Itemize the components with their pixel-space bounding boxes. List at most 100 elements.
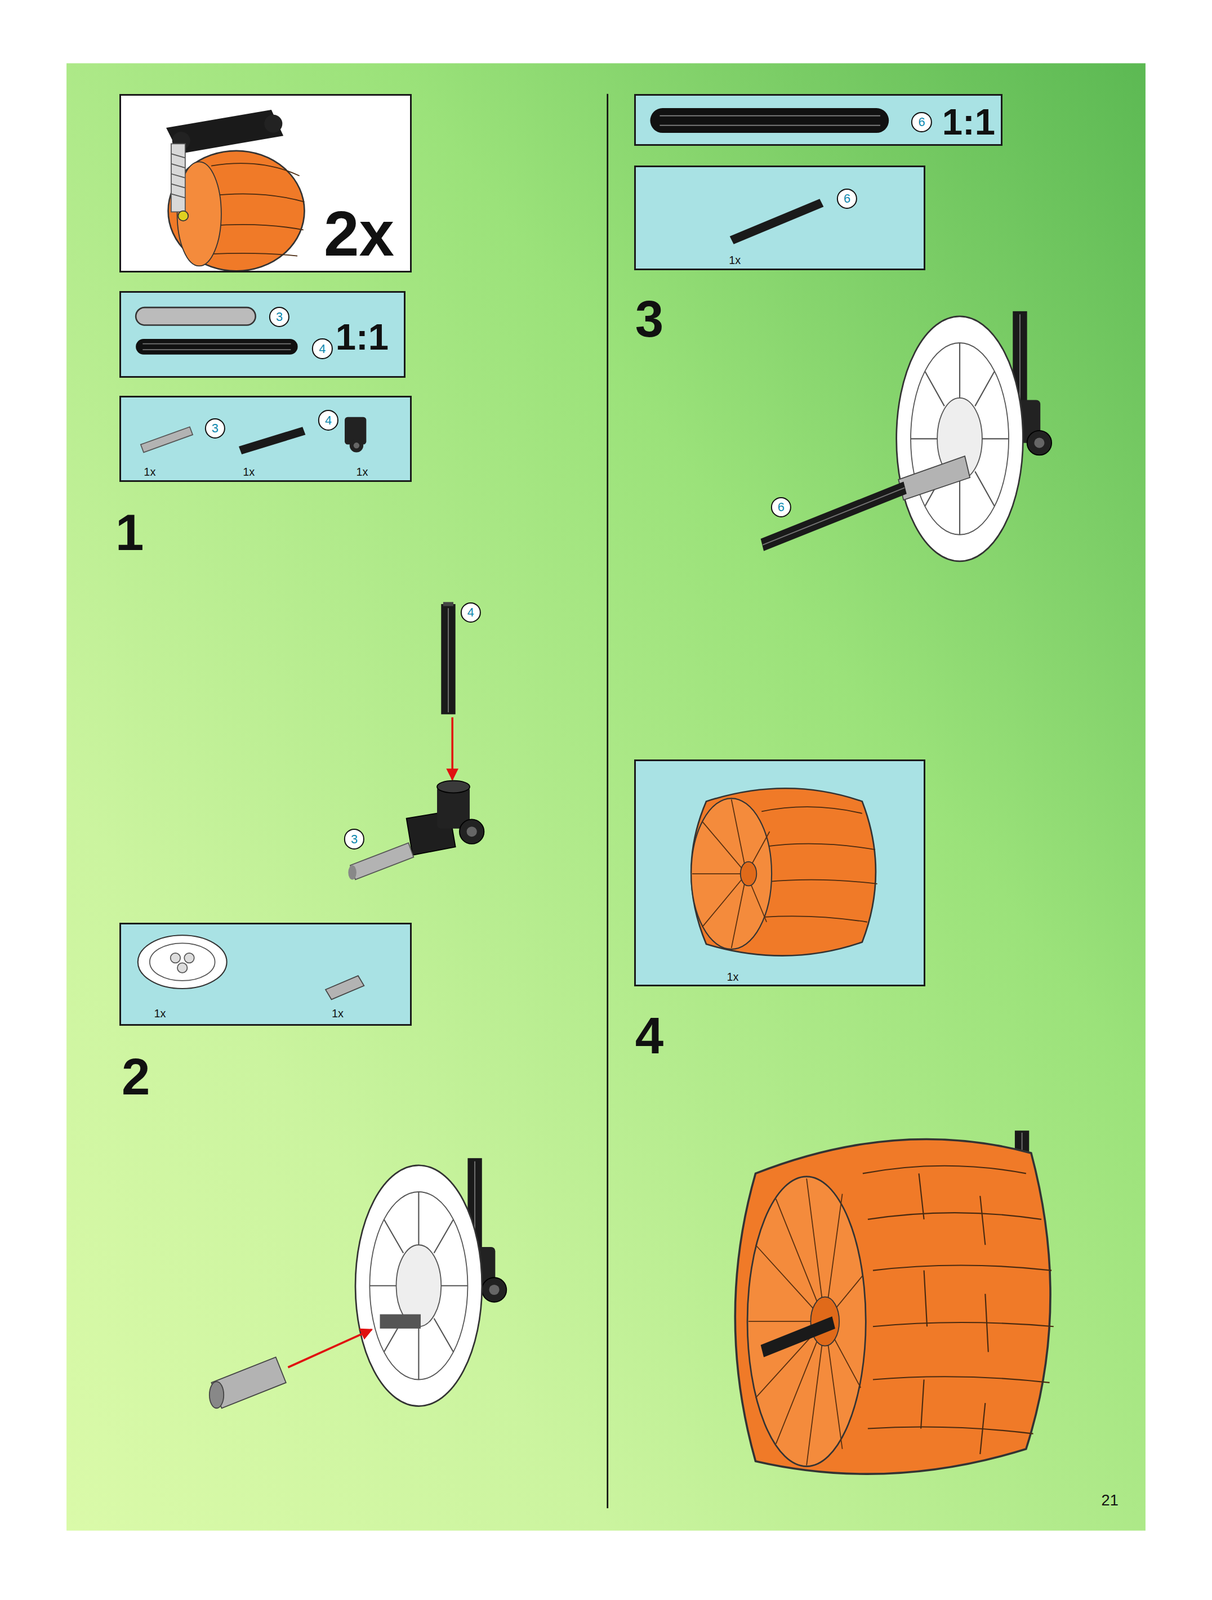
part-art xyxy=(349,439,364,453)
part-art xyxy=(692,799,770,949)
part-art xyxy=(287,1330,372,1369)
callout-number: 3 xyxy=(344,829,365,850)
part-art xyxy=(919,1173,989,1455)
part-art xyxy=(898,456,970,501)
parts-box: 6 1x xyxy=(634,165,926,271)
callout-number: 3 xyxy=(269,306,290,328)
step3-art xyxy=(760,311,1053,562)
part-art xyxy=(760,482,907,552)
count-text: 2x xyxy=(323,201,395,265)
parts-box: 6 1:1 xyxy=(634,94,1003,146)
part-art xyxy=(353,443,360,449)
part-art xyxy=(910,342,1009,536)
quantity-text: 1x xyxy=(331,1008,344,1020)
part-art xyxy=(135,339,298,355)
part-art xyxy=(740,861,757,886)
part-art xyxy=(659,124,881,126)
callout-number: 6 xyxy=(836,188,858,209)
scale-text: 1:1 xyxy=(942,103,996,141)
page-number: 21 xyxy=(1101,1493,1119,1509)
part-art xyxy=(440,604,456,715)
part-art xyxy=(325,976,364,1000)
part-art xyxy=(762,487,905,546)
part-art xyxy=(1027,430,1053,456)
part-art xyxy=(748,1178,863,1466)
quantity-text: 1x xyxy=(355,466,368,479)
part-art xyxy=(369,1192,468,1381)
part-art xyxy=(862,1166,1054,1435)
part-picture xyxy=(635,761,924,985)
part-art xyxy=(348,865,357,880)
parts-box: 3 4 1x 1x 1x xyxy=(119,395,412,482)
step-number: 1 xyxy=(115,507,144,559)
step4-art xyxy=(734,1130,1054,1475)
quantity-text: 1x xyxy=(153,1008,166,1020)
callout-number: 6 xyxy=(771,497,792,518)
part-art xyxy=(691,798,772,950)
part-art xyxy=(443,602,454,606)
part-art xyxy=(264,114,283,133)
quantity-text: 1x xyxy=(143,466,156,479)
part-art xyxy=(729,198,824,245)
callout-number: 3 xyxy=(205,418,226,439)
step2-art xyxy=(209,1158,507,1409)
part-art xyxy=(171,153,186,198)
part-art xyxy=(168,150,305,271)
part-art xyxy=(149,943,216,982)
part-art xyxy=(177,210,189,221)
quantity-text: 1x xyxy=(727,972,739,984)
part-art xyxy=(140,427,193,453)
callout-number: 4 xyxy=(460,602,481,623)
part-art xyxy=(170,953,181,964)
part-art xyxy=(177,963,188,974)
part-art xyxy=(761,807,877,923)
page-ground xyxy=(66,63,1146,1531)
callout-number: 4 xyxy=(312,338,333,359)
part-art xyxy=(649,108,889,133)
part-art xyxy=(451,717,454,781)
part-art xyxy=(488,1285,499,1296)
part-art xyxy=(369,1192,468,1381)
parts-box: 1x xyxy=(634,759,926,987)
part-art xyxy=(209,1382,224,1409)
part-art xyxy=(482,1277,507,1303)
part-picture xyxy=(635,167,924,270)
part-art xyxy=(171,143,186,212)
part-art xyxy=(209,163,305,256)
step-number: 4 xyxy=(635,1010,664,1063)
part-art xyxy=(135,307,256,325)
step1-art xyxy=(348,602,484,880)
callout-number: 6 xyxy=(911,112,932,133)
part-art xyxy=(691,788,876,956)
quantity-text: 1x xyxy=(242,466,255,479)
part-art xyxy=(350,843,414,880)
part-art xyxy=(447,608,449,713)
scale-text: 1:1 xyxy=(335,319,389,356)
part-art xyxy=(1034,438,1045,449)
part-art xyxy=(380,1315,422,1330)
part-art xyxy=(659,115,881,117)
part-art xyxy=(184,953,195,964)
parts-box: 1x 1x xyxy=(119,923,412,1027)
subassembly-box: 2x xyxy=(119,94,412,273)
callout-number: 4 xyxy=(318,410,339,431)
part-art xyxy=(142,342,291,345)
part-art xyxy=(734,1139,1051,1475)
part-art xyxy=(238,427,306,456)
part-art xyxy=(355,1165,483,1407)
part-art xyxy=(437,781,470,794)
part-art xyxy=(760,1316,836,1358)
part-art xyxy=(747,1177,866,1468)
part-art xyxy=(910,342,1009,536)
part-art xyxy=(459,819,485,845)
part-art xyxy=(1019,314,1021,407)
parts-box: 3 41:1 xyxy=(119,291,406,378)
part-art xyxy=(142,349,291,351)
part-art xyxy=(137,935,227,989)
step-number: 3 xyxy=(635,293,664,346)
quantity-text: 1x xyxy=(728,255,741,267)
column-divider xyxy=(606,94,609,1509)
step-number: 2 xyxy=(121,1051,150,1103)
part-art xyxy=(466,826,478,837)
